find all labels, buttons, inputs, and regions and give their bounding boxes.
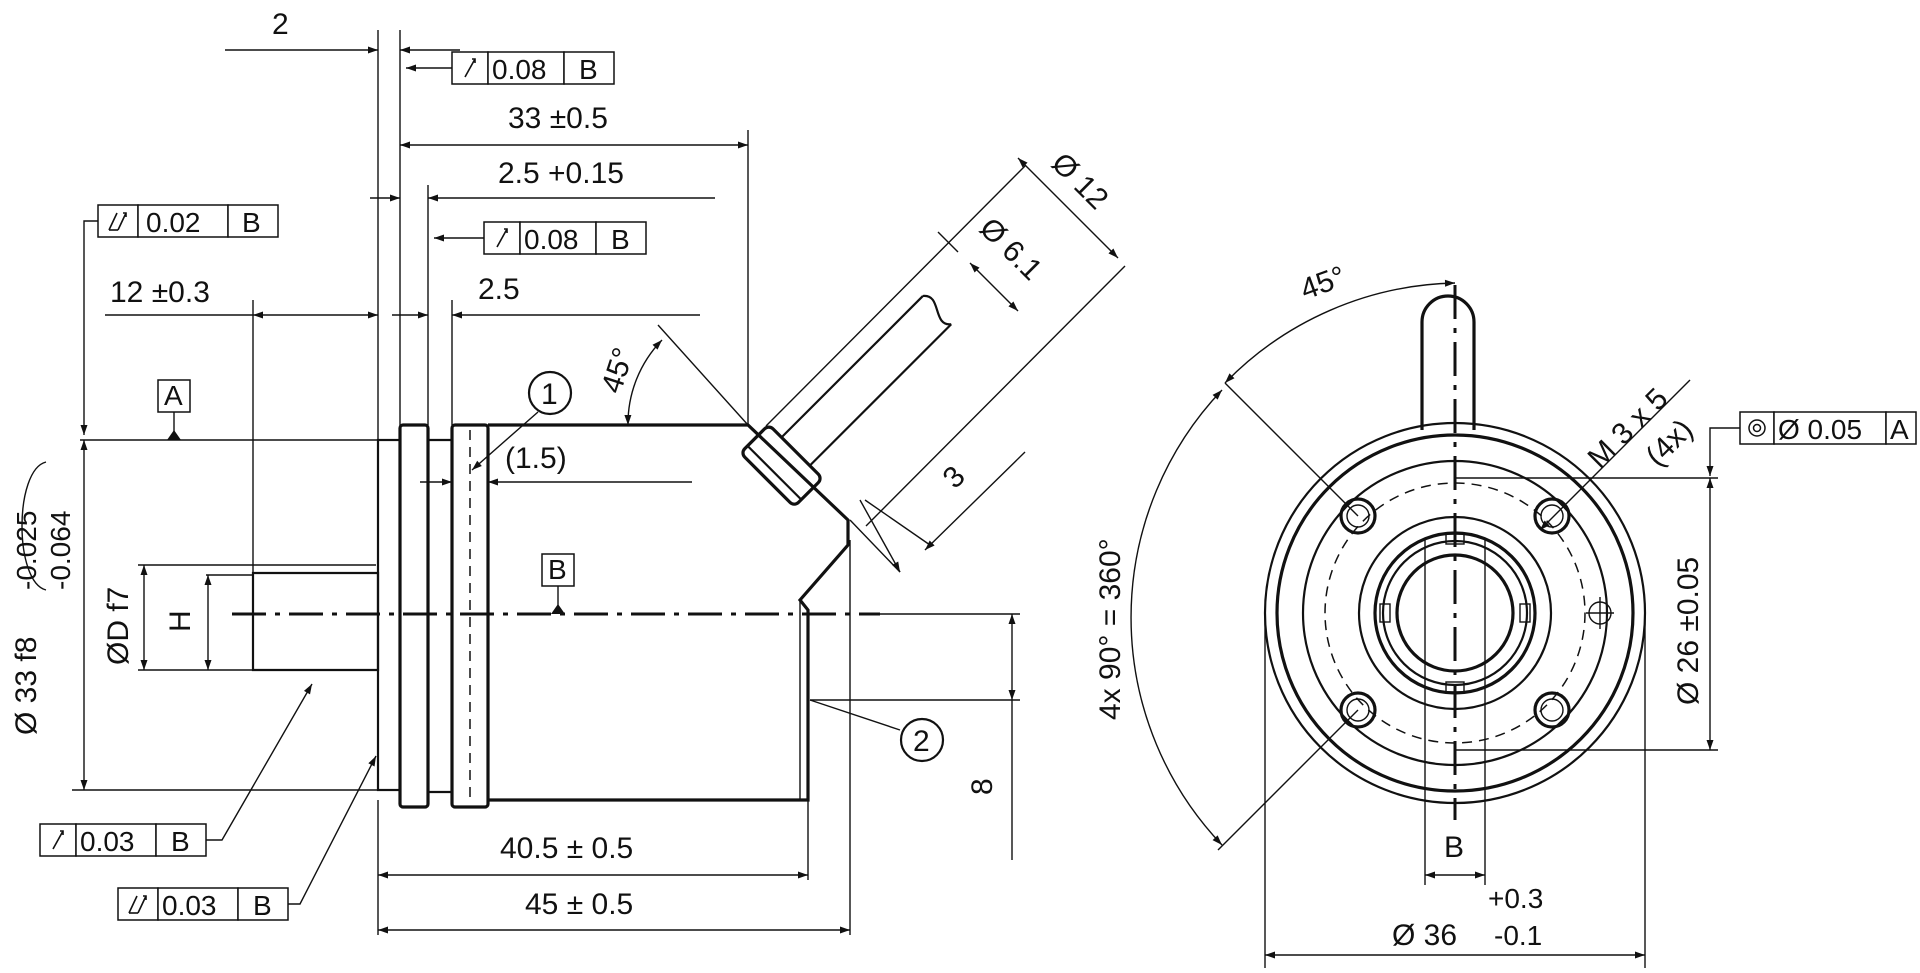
position-mark [1586, 597, 1614, 629]
fcf-position: Ø 0.05 A [1739, 411, 1917, 445]
cable-stub [1420, 294, 1476, 430]
dim-3-line [924, 451, 1026, 551]
fcf-total-runout: 0.02 B [97, 204, 279, 238]
callout-1-leader [471, 411, 539, 471]
flange [398, 423, 430, 809]
fcf-bl-ref: B [171, 826, 190, 857]
angle-45-ext [657, 324, 749, 426]
dim-3-line-b [859, 499, 901, 573]
angle-45-label: 45° [595, 344, 640, 397]
dia12-line [1017, 157, 1119, 259]
fcf-pos-tol: Ø 0.05 [1778, 414, 1862, 445]
fcf-tir-tol: 0.02 [146, 207, 201, 238]
dia36-tol-upper: +0.3 [1488, 883, 1543, 914]
fcf-tir-bl-tol: 0.03 [162, 890, 217, 921]
dia26-label: Ø 26 ±0.05 [1672, 557, 1705, 705]
dim-2-5-label: 2.5 [478, 273, 520, 306]
front-view: 45° 4x 90° = 360° M 3 x 5 (4x) Ø 0.05 A … [1094, 260, 1917, 968]
screw-hole-tr [1533, 497, 1571, 535]
fcf-tir-leader [80, 220, 98, 435]
callout-1-label: 1 [541, 378, 558, 411]
angle-45-front-label: 45° [1296, 260, 1350, 307]
angle-45-front-arc [1224, 279, 1456, 384]
hub-key-right [1519, 603, 1531, 623]
dim-3-ext-2 [864, 499, 931, 546]
dia12-label: Ø 12 [1045, 147, 1114, 216]
fcf-tir-bl-leader [288, 755, 377, 905]
datum-a-label: A [164, 380, 183, 411]
callout-1-circle [527, 370, 573, 416]
fcf-runout-top: 0.08 B [451, 51, 615, 85]
callout-2-label: 2 [913, 725, 930, 758]
dim-3-label: 3 [937, 460, 972, 495]
angle-ext-tl [1224, 382, 1359, 517]
screw-hole-br [1533, 691, 1571, 729]
screw-hole-bl [1339, 691, 1377, 729]
angle-360-label: 4x 90° = 360° [1094, 538, 1127, 720]
fcf-pos-ref: A [1890, 414, 1909, 445]
datum-a-triangle [167, 430, 181, 440]
fcf-runout-mid: 0.08 B [483, 221, 647, 255]
fcf-pos-leader [1706, 427, 1740, 476]
dim-2-label: 2 [272, 8, 289, 41]
ring [450, 423, 490, 809]
dia36-tol-lower: -0.1 [1494, 920, 1542, 951]
dim-1-5-label: (1.5) [505, 442, 567, 475]
datum-b-side-label: B [548, 554, 567, 585]
dia12-ext-1 [765, 165, 1026, 427]
dia61-label: Ø 6.1 [973, 212, 1048, 287]
dim-h-label: H [164, 610, 197, 632]
datum-b-side-triangle [551, 604, 565, 614]
angle-360-arc [1130, 389, 1223, 846]
housing-body [488, 423, 850, 802]
fcf-total-runout-bl: 0.03 B [117, 887, 289, 921]
cable-gland [741, 294, 952, 506]
dim-dia33-tol-upper: -0.025 [11, 511, 42, 590]
dim-dia33-tol-lower: -0.064 [45, 511, 76, 590]
fcf-bl-leader [206, 683, 313, 841]
dia61-tail [937, 231, 959, 253]
hub-key-left [1379, 603, 1391, 623]
angle-ext-bl [1217, 709, 1359, 851]
datum-a-box [157, 379, 191, 413]
callout-2-circle [899, 717, 945, 763]
dim-25-label: 2.5 +0.15 [498, 157, 624, 190]
fcf-tir-ref: B [242, 207, 261, 238]
fcf-mid-tol: 0.08 [524, 224, 579, 255]
dim-40-label: 40.5 ± 0.5 [500, 832, 633, 865]
dim-dia33-label: Ø 33 f8 [10, 637, 43, 735]
fcf-runout-bl: 0.03 B [39, 823, 207, 857]
shaft-outline [251, 571, 380, 672]
fcf-mid-ref: B [611, 224, 630, 255]
side-view: 2 0.08 B 33 ±0.5 2.5 +0.15 0.08 B [10, 8, 1126, 935]
callout-2-leader [809, 699, 901, 731]
datum-b-front-label: B [1444, 831, 1464, 864]
thread-leader [1539, 379, 1691, 531]
dim-3-ext-1 [849, 519, 901, 573]
dim-12-label: 12 ±0.3 [110, 276, 210, 309]
dim-45-label: 45 ± 0.5 [525, 888, 633, 921]
dia12-ext-2 [865, 265, 1126, 527]
dia61-line [969, 262, 1019, 312]
fcf-top-tol: 0.08 [492, 54, 547, 85]
fcf-tir-bl-ref: B [253, 890, 272, 921]
dim-dia33-paren [21, 461, 47, 591]
position-icon [1748, 419, 1766, 437]
dia36-label: Ø 36 [1392, 919, 1457, 952]
dim-d-label: ØD f7 [102, 587, 135, 665]
outer-circle-inner [1275, 433, 1635, 793]
dim-33-label: 33 ±0.5 [508, 102, 608, 135]
dim-8-label: 8 [966, 778, 999, 795]
angle-45-arc [624, 339, 663, 426]
screw-hole-tl [1339, 497, 1377, 535]
fcf-bl-tol: 0.03 [80, 826, 135, 857]
fcf-top-ref: B [579, 54, 598, 85]
